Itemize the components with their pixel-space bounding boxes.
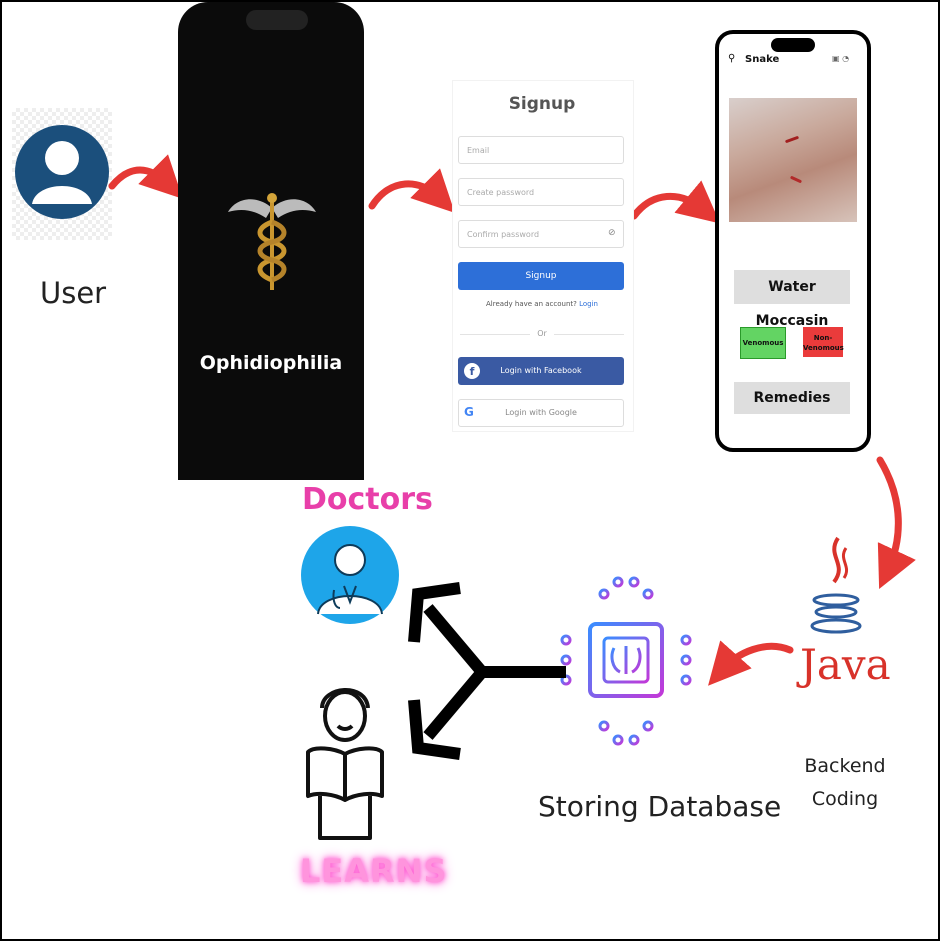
- arrow-app-to-signup: [368, 168, 455, 213]
- already-text: Already have an account?: [486, 300, 577, 308]
- already-account-text: Already have an account? Login: [452, 300, 632, 308]
- signup-button[interactable]: Signup: [458, 262, 624, 290]
- eye-off-icon[interactable]: ⊘: [608, 228, 616, 238]
- species-label: Water Moccasin: [734, 270, 850, 329]
- user-label: User: [40, 276, 107, 310]
- phone-notch: [771, 38, 815, 52]
- java-logo-text: Java: [800, 640, 891, 689]
- reader-icon: [306, 688, 384, 840]
- arrow-user-to-app: [108, 154, 183, 199]
- google-login-button[interactable]: Login with Google: [458, 399, 624, 427]
- status-icons: ▣ ◔: [832, 54, 850, 63]
- non-venomous-badge[interactable]: Non- Venomous: [803, 327, 844, 357]
- facebook-icon: f: [464, 363, 480, 379]
- learns-label: LEARNS: [300, 852, 448, 890]
- signup-title: Signup: [508, 94, 576, 114]
- backend-coding-label: Backend Coding: [804, 755, 886, 810]
- result-title: Snake: [745, 54, 780, 65]
- search-icon[interactable]: ⚲: [728, 53, 736, 64]
- user-icon: [15, 125, 109, 219]
- java-cup-icon: [810, 536, 862, 634]
- facebook-login-button[interactable]: Login with Facebook: [458, 357, 624, 385]
- database-label: Storing Database: [538, 790, 782, 823]
- confirm-password-field[interactable]: Confirm password: [458, 220, 624, 248]
- doctors-label: Doctors: [302, 482, 433, 517]
- app-name: Ophidiophilia: [199, 352, 343, 374]
- split-arrow: [408, 582, 566, 760]
- caduceus-icon: [228, 193, 316, 290]
- arrow-signup-to-result: [630, 180, 721, 224]
- remedies-button[interactable]: Remedies: [734, 382, 850, 414]
- phone-notch: [246, 10, 308, 30]
- create-password-field[interactable]: Create password: [458, 178, 624, 206]
- venomous-badge[interactable]: Venomous: [740, 327, 786, 359]
- google-icon: G: [464, 405, 474, 419]
- doctor-icon: [301, 526, 399, 624]
- ai-chip-icon: [560, 576, 692, 746]
- arrow-result-to-java: [876, 456, 916, 590]
- arrow-java-to-db: [708, 640, 794, 686]
- or-label: Or: [530, 329, 554, 338]
- email-field[interactable]: Email: [458, 136, 624, 164]
- bite-photo: [729, 98, 857, 222]
- login-link[interactable]: Login: [579, 300, 598, 308]
